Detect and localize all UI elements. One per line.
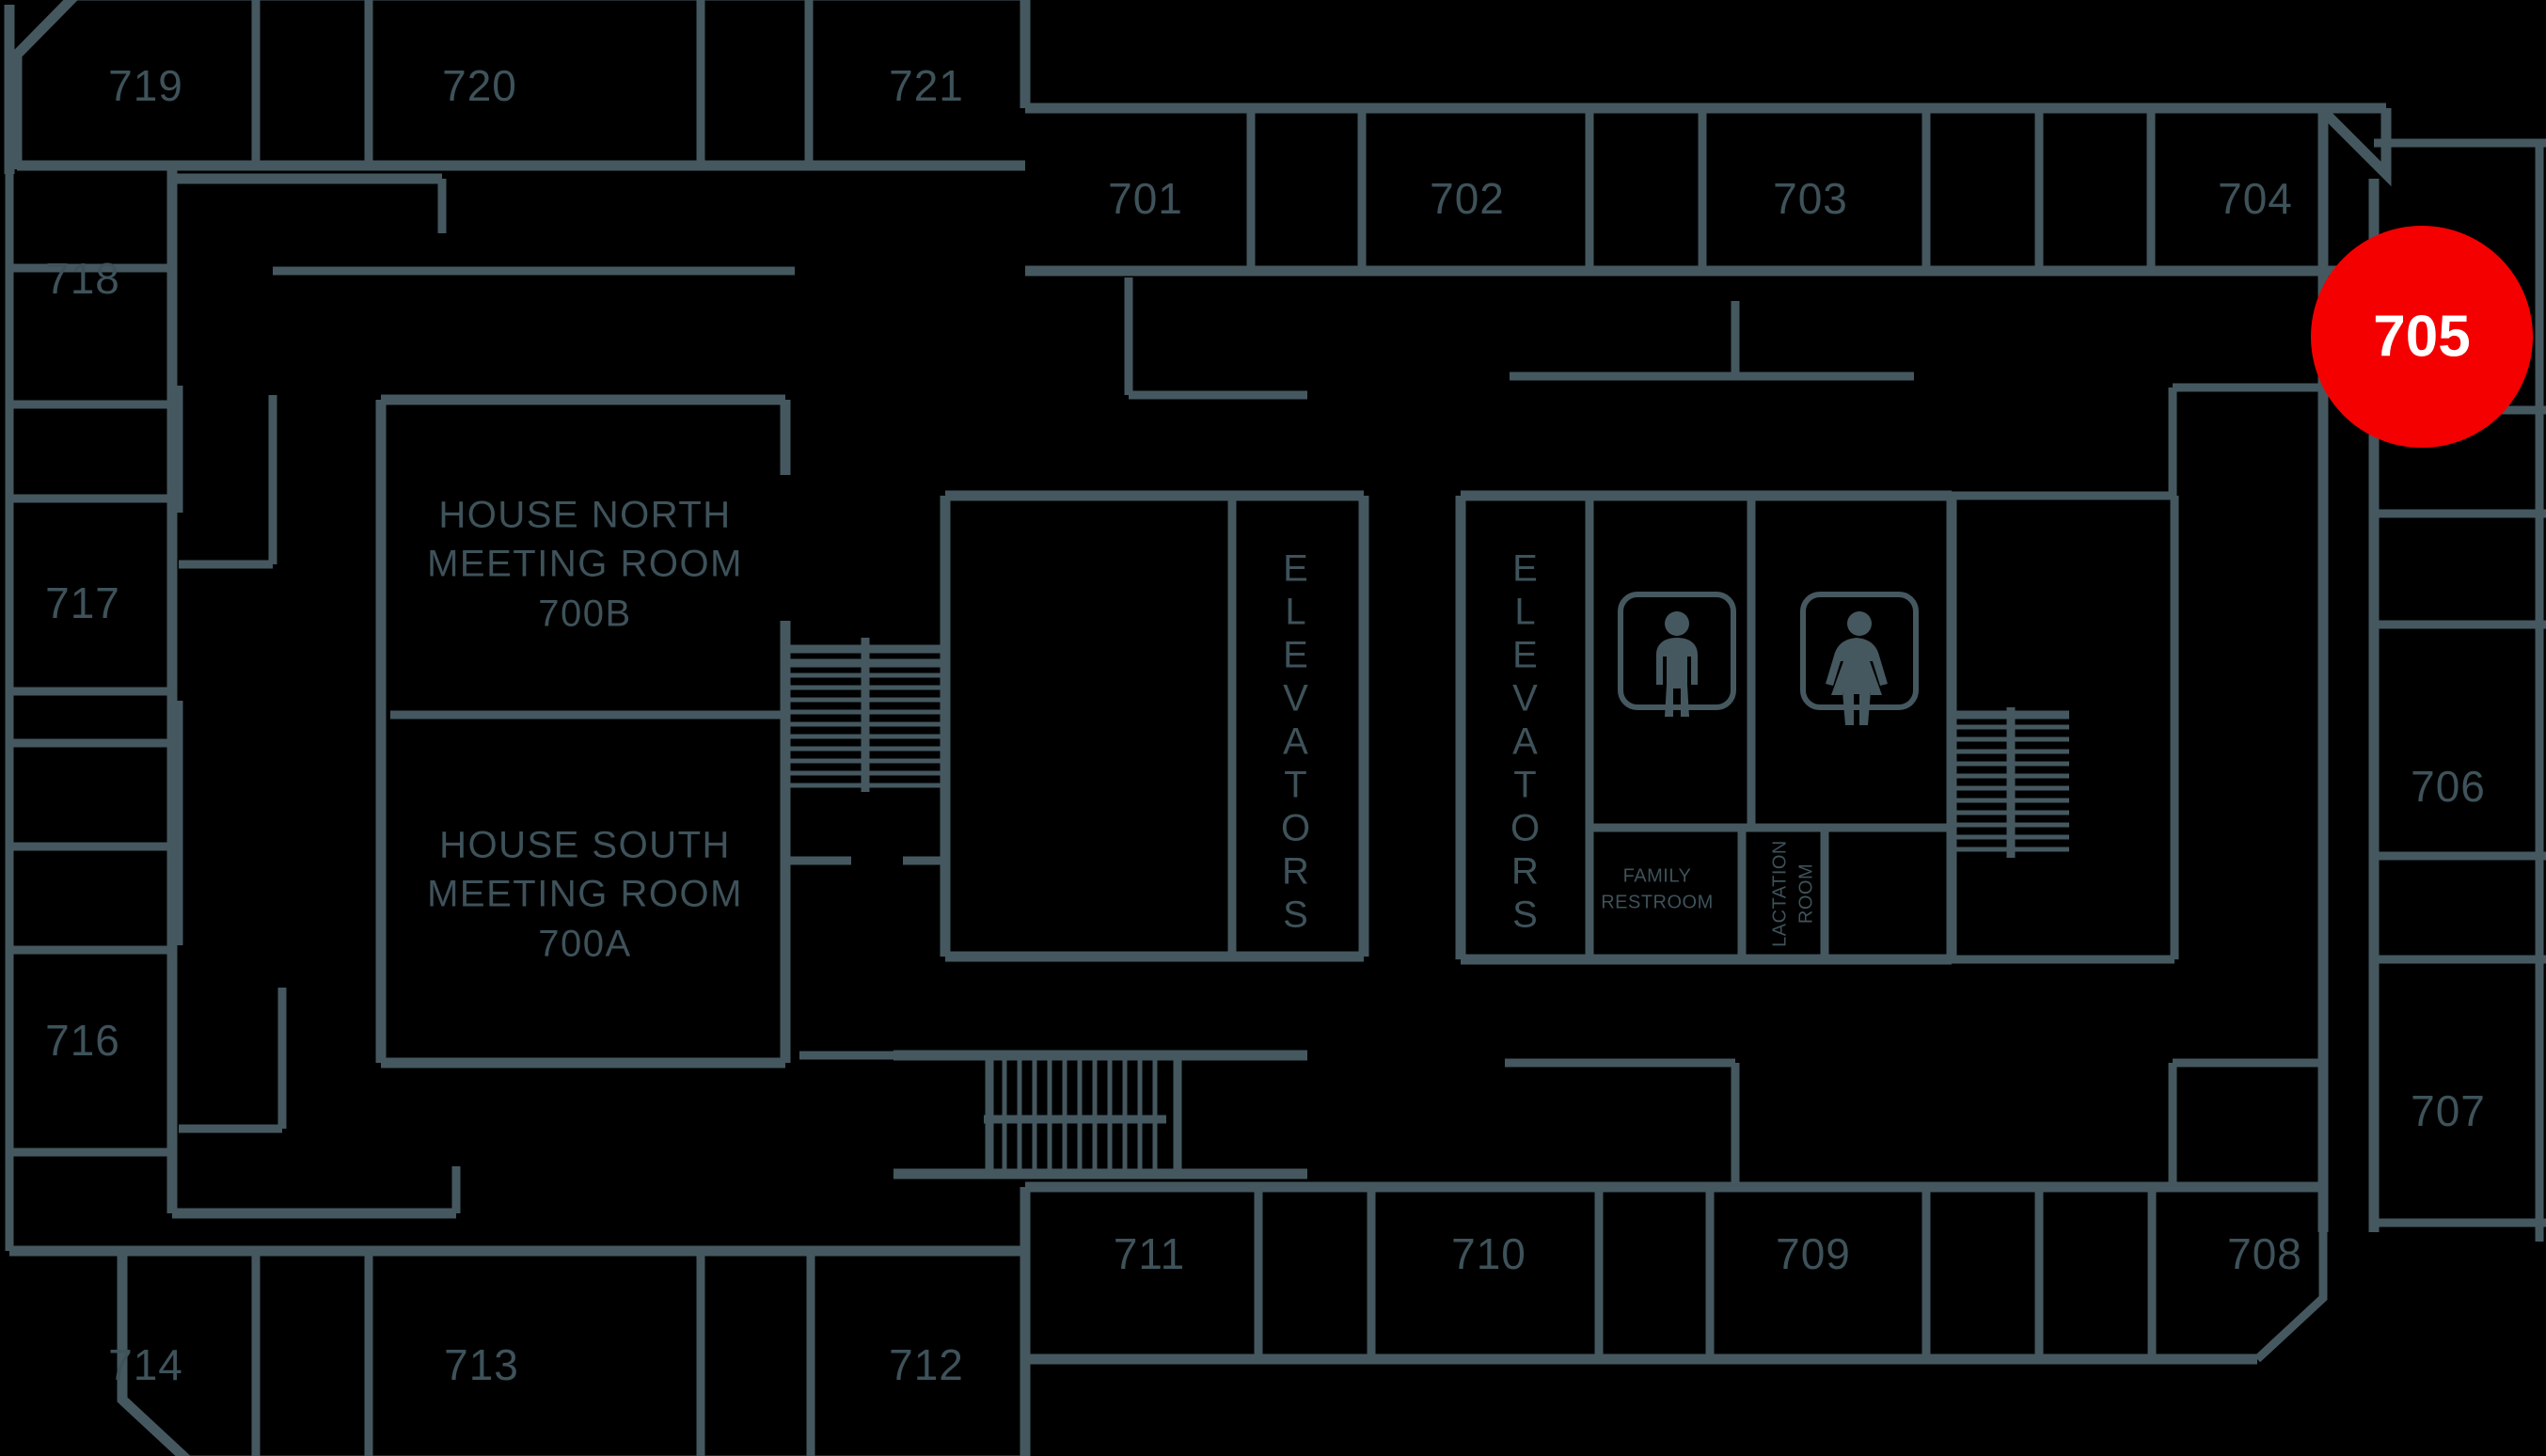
- meeting-room-north-line1: HOUSE NORTH: [438, 495, 731, 536]
- lactation-room-label: LACTATION ROOM: [1769, 840, 1816, 947]
- elevator-label-east: E L E V A T O R S: [1510, 548, 1541, 936]
- lactation-room-line1: LACTATION: [1769, 840, 1790, 947]
- room-label-714: 714: [108, 1340, 183, 1389]
- room-label-716: 716: [45, 1016, 120, 1065]
- room-label-710: 710: [1451, 1229, 1526, 1278]
- svg-text:S: S: [1283, 894, 1309, 936]
- svg-text:A: A: [1512, 721, 1539, 763]
- svg-text:E: E: [1512, 635, 1539, 676]
- mens-restroom-icon: [1618, 592, 1736, 717]
- svg-text:E: E: [1512, 548, 1539, 590]
- stair-south-center: [893, 1050, 1307, 1179]
- room-label-701: 701: [1108, 174, 1183, 223]
- room-label-709: 709: [1776, 1229, 1851, 1278]
- svg-text:R: R: [1511, 851, 1540, 893]
- stair-east: [1953, 707, 2069, 858]
- wall-central-core: [940, 490, 1369, 962]
- room-label-707: 707: [2411, 1086, 2486, 1135]
- room-label-711: 711: [1114, 1229, 1185, 1278]
- wall-bottom-band: [1020, 1181, 2323, 1365]
- wall-core-right-boundary: [2253, 111, 2329, 1363]
- room-label-718: 718: [45, 254, 120, 303]
- family-restroom-line2: RESTROOM: [1601, 892, 1714, 912]
- meeting-room-south-line3: 700A: [538, 924, 631, 965]
- room-label-717: 717: [45, 578, 120, 627]
- meeting-room-south-line2: MEETING ROOM: [427, 874, 743, 915]
- svg-text:V: V: [1283, 678, 1309, 720]
- room-label-706: 706: [2411, 762, 2486, 811]
- room-label-708: 708: [2227, 1229, 2302, 1278]
- meeting-room-label-north: HOUSE NORTH MEETING ROOM 700B: [427, 495, 743, 635]
- svg-text:V: V: [1512, 678, 1539, 720]
- room-label-704: 704: [2218, 174, 2293, 223]
- marker-label: 705: [2373, 304, 2470, 369]
- room-label-712: 712: [889, 1340, 964, 1389]
- room-label-702: 702: [1430, 174, 1505, 223]
- lactation-room-line2: ROOM: [1795, 863, 1816, 924]
- svg-text:E: E: [1283, 635, 1309, 676]
- meeting-room-north-line3: 700B: [538, 593, 631, 635]
- svg-text:L: L: [1514, 592, 1536, 633]
- svg-text:R: R: [1282, 851, 1310, 893]
- svg-text:T: T: [1284, 765, 1307, 806]
- wall-dividers-701-band: [1246, 108, 2156, 271]
- wall-bottom-left-strip: [9, 1245, 1031, 1456]
- svg-text:O: O: [1510, 808, 1541, 849]
- elevator-label-west: E L E V A T O R S: [1281, 548, 1311, 936]
- wall-corridor-stubs: [790, 277, 2323, 1187]
- room-labels-group: 719 720 721 718 717 716 714 713 712 711 …: [45, 61, 2486, 1389]
- svg-text:A: A: [1283, 721, 1309, 763]
- wall-house-meeting-rooms: [375, 394, 791, 1068]
- room-label-720: 720: [442, 61, 517, 110]
- wall-restroom-core: [1455, 490, 2179, 965]
- svg-text:O: O: [1281, 808, 1311, 849]
- wall-left-column: [5, 166, 178, 1251]
- room-label-703: 703: [1773, 174, 1848, 223]
- womens-restroom-icon: [1800, 592, 1919, 725]
- room-label-721: 721: [889, 61, 964, 110]
- wall-inner-upper-left: [172, 173, 795, 1219]
- highlight-marker-705[interactable]: 705: [2311, 226, 2533, 448]
- family-restroom-line1: FAMILY: [1623, 865, 1692, 886]
- room-label-719: 719: [108, 61, 183, 110]
- meeting-room-label-south: HOUSE SOUTH MEETING ROOM 700A: [427, 825, 743, 965]
- svg-text:T: T: [1513, 765, 1537, 806]
- stair-north-west: [781, 638, 950, 792]
- room-label-713: 713: [444, 1340, 519, 1389]
- meeting-room-south-line1: HOUSE SOUTH: [439, 825, 731, 866]
- svg-text:L: L: [1285, 592, 1306, 633]
- marker-circle[interactable]: [2311, 226, 2533, 448]
- svg-text:S: S: [1512, 894, 1539, 936]
- family-restroom-label: FAMILY RESTROOM: [1601, 865, 1714, 912]
- svg-text:E: E: [1283, 548, 1309, 590]
- meeting-room-north-line2: MEETING ROOM: [427, 544, 743, 585]
- wall-dividers-top-strip: [251, 0, 814, 166]
